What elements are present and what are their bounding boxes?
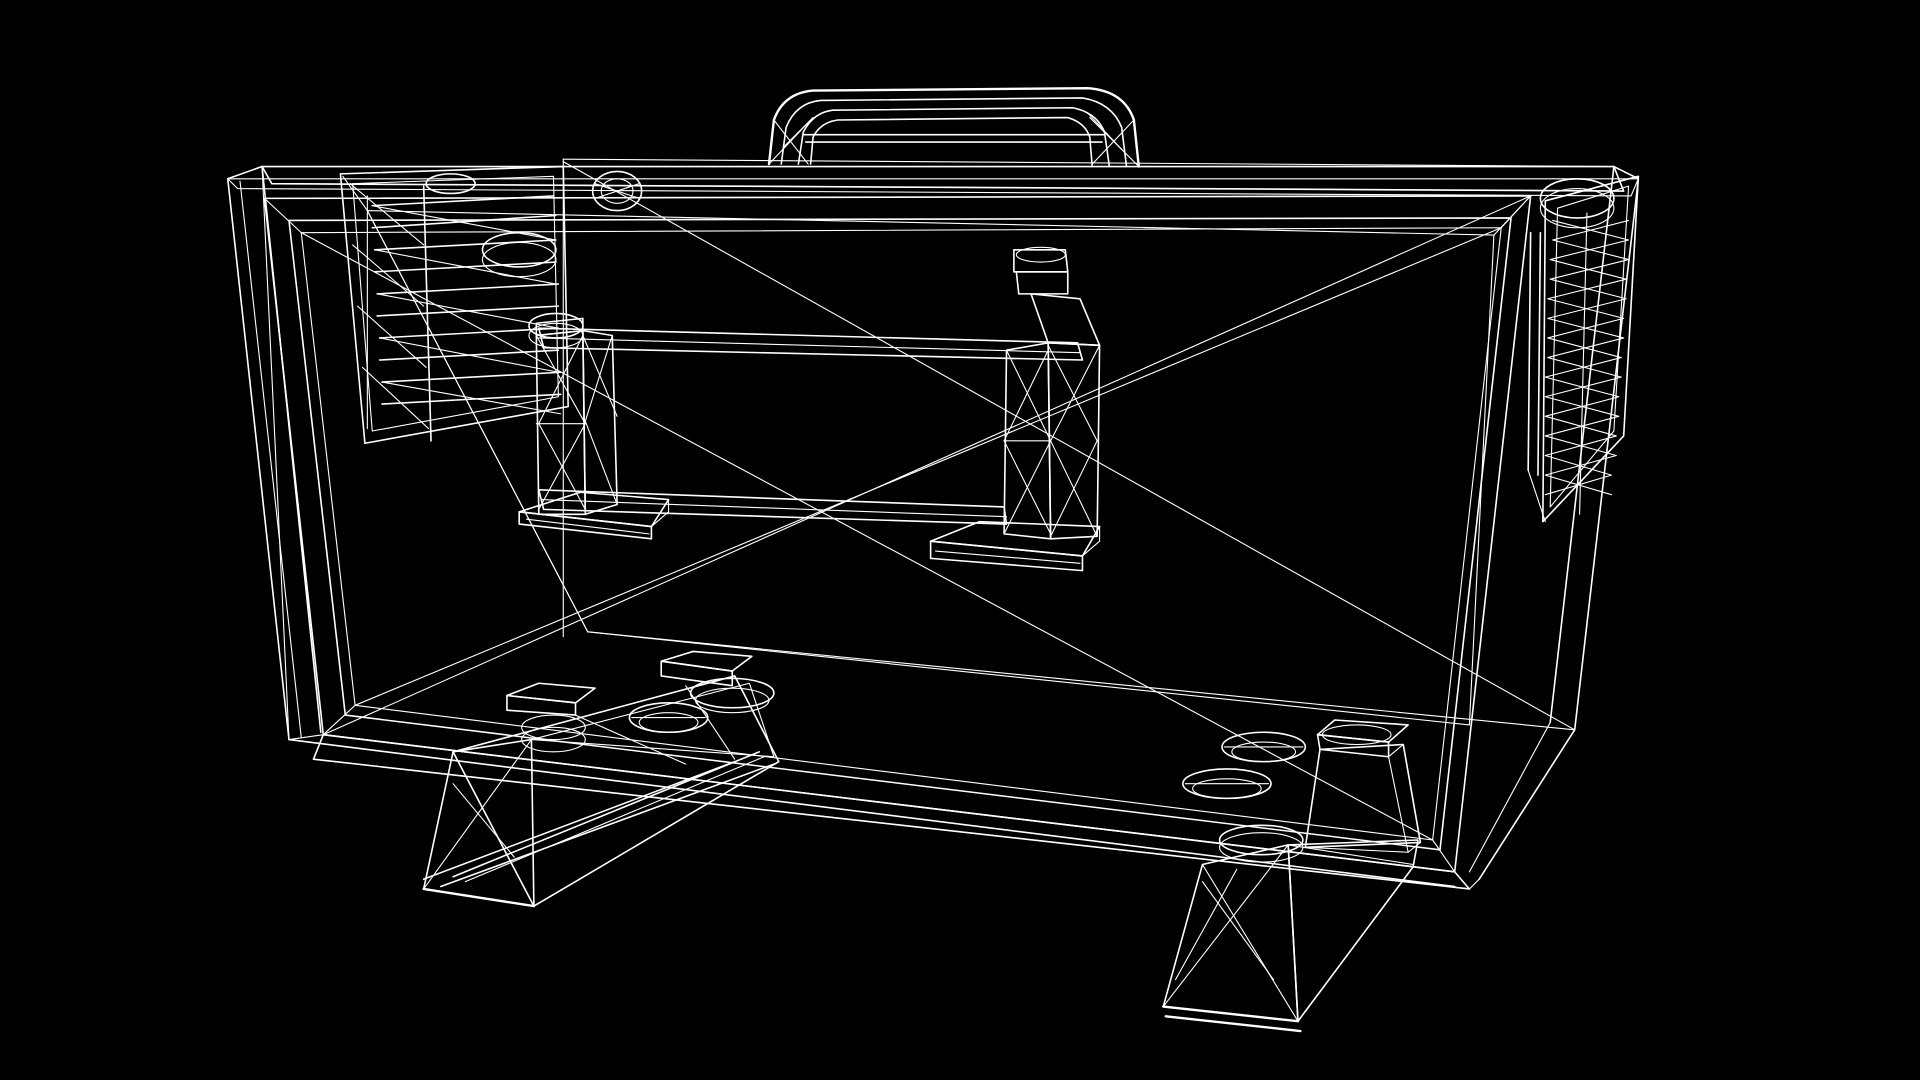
right-side-latch xyxy=(1528,176,1638,521)
left-side-latch xyxy=(340,167,582,444)
front-mount-pads xyxy=(629,703,1305,799)
front-left-foot xyxy=(424,651,779,906)
internal-bracket-right xyxy=(931,247,1100,570)
right-latch-truss xyxy=(1545,213,1628,514)
front-right-foot xyxy=(1163,720,1420,1031)
mount-pad xyxy=(1183,769,1271,798)
mount-pad xyxy=(1222,732,1305,761)
mount-pad xyxy=(629,703,707,732)
case-shell xyxy=(228,159,1639,889)
internal-crossbar xyxy=(539,328,1083,524)
left-latch-slats xyxy=(350,184,561,429)
internal-bracket-left xyxy=(519,318,668,538)
carrying-handle xyxy=(769,88,1139,166)
back-knob xyxy=(593,171,642,210)
